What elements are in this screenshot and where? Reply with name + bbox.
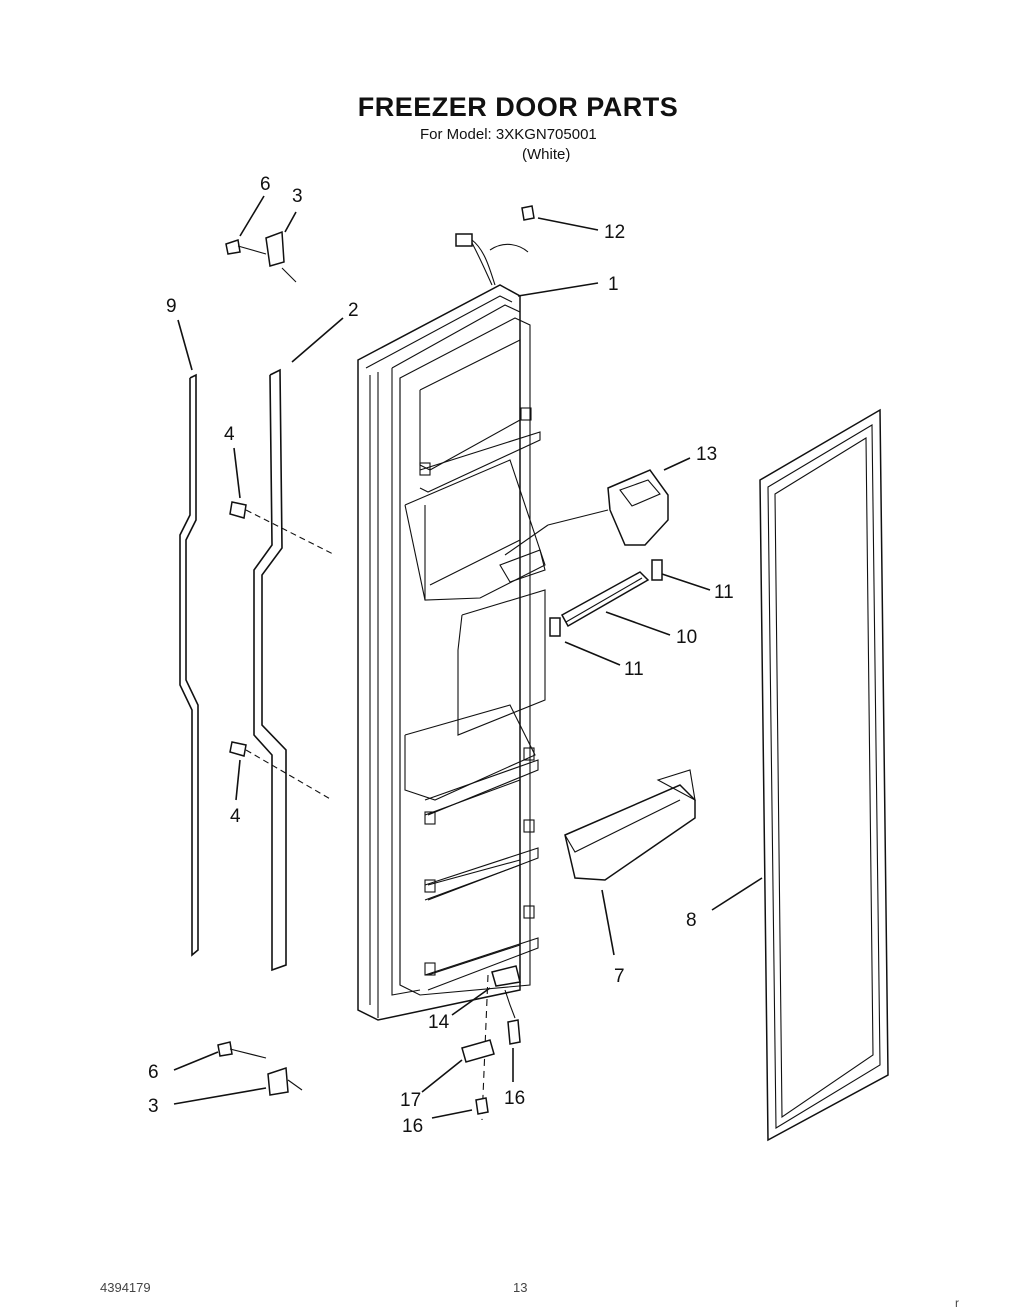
callout-1: 1 xyxy=(608,274,619,295)
callout-3-bottom: 3 xyxy=(148,1096,159,1117)
callout-10: 10 xyxy=(676,627,697,648)
door-gasket xyxy=(759,408,889,1142)
hinge-parts-14-16-17 xyxy=(461,965,521,1121)
callout-6-top: 6 xyxy=(260,174,271,195)
callout-16-left: 16 xyxy=(402,1116,423,1137)
callout-2: 2 xyxy=(348,300,359,321)
callout-7: 7 xyxy=(614,966,625,987)
leader-lines xyxy=(173,195,763,1119)
door-bin-7 xyxy=(564,769,696,881)
color-line: (White) xyxy=(522,146,571,163)
page-title: FREEZER DOOR PARTS xyxy=(357,92,679,122)
freezer-door xyxy=(357,233,546,1021)
callout-6-bottom: 6 xyxy=(148,1062,159,1083)
screw-12 xyxy=(521,205,535,221)
callout-4-top: 4 xyxy=(224,424,235,445)
document-number: 4394179 xyxy=(100,1280,151,1295)
callout-labels: 1 2 3 3 4 4 6 6 7 8 9 10 11 11 12 13 14 … xyxy=(148,174,734,1137)
callout-11-lower: 11 xyxy=(624,659,644,680)
callout-11-upper: 11 xyxy=(714,582,734,603)
callout-17: 17 xyxy=(400,1090,421,1111)
model-line: For Model: 3XKGN705001 xyxy=(420,126,597,143)
top-hinge-assembly xyxy=(225,230,297,283)
screws-4 xyxy=(229,501,336,801)
bracket-10 xyxy=(549,559,663,637)
bottom-hinge-assembly xyxy=(217,1041,303,1096)
callout-12: 12 xyxy=(604,222,625,243)
callout-8: 8 xyxy=(686,910,697,931)
callout-14: 14 xyxy=(428,1012,450,1033)
handle-strip-2 xyxy=(253,368,287,972)
callout-4-bottom: 4 xyxy=(230,806,241,827)
callout-3-top: 3 xyxy=(292,186,303,207)
trim-strip-9 xyxy=(179,373,199,957)
callout-16-right: 16 xyxy=(504,1088,525,1109)
corner-mark: r xyxy=(955,1296,959,1310)
page-number: 13 xyxy=(513,1280,528,1295)
ice-chute-13 xyxy=(504,469,669,556)
callout-13: 13 xyxy=(696,444,717,465)
callout-9: 9 xyxy=(166,296,177,317)
